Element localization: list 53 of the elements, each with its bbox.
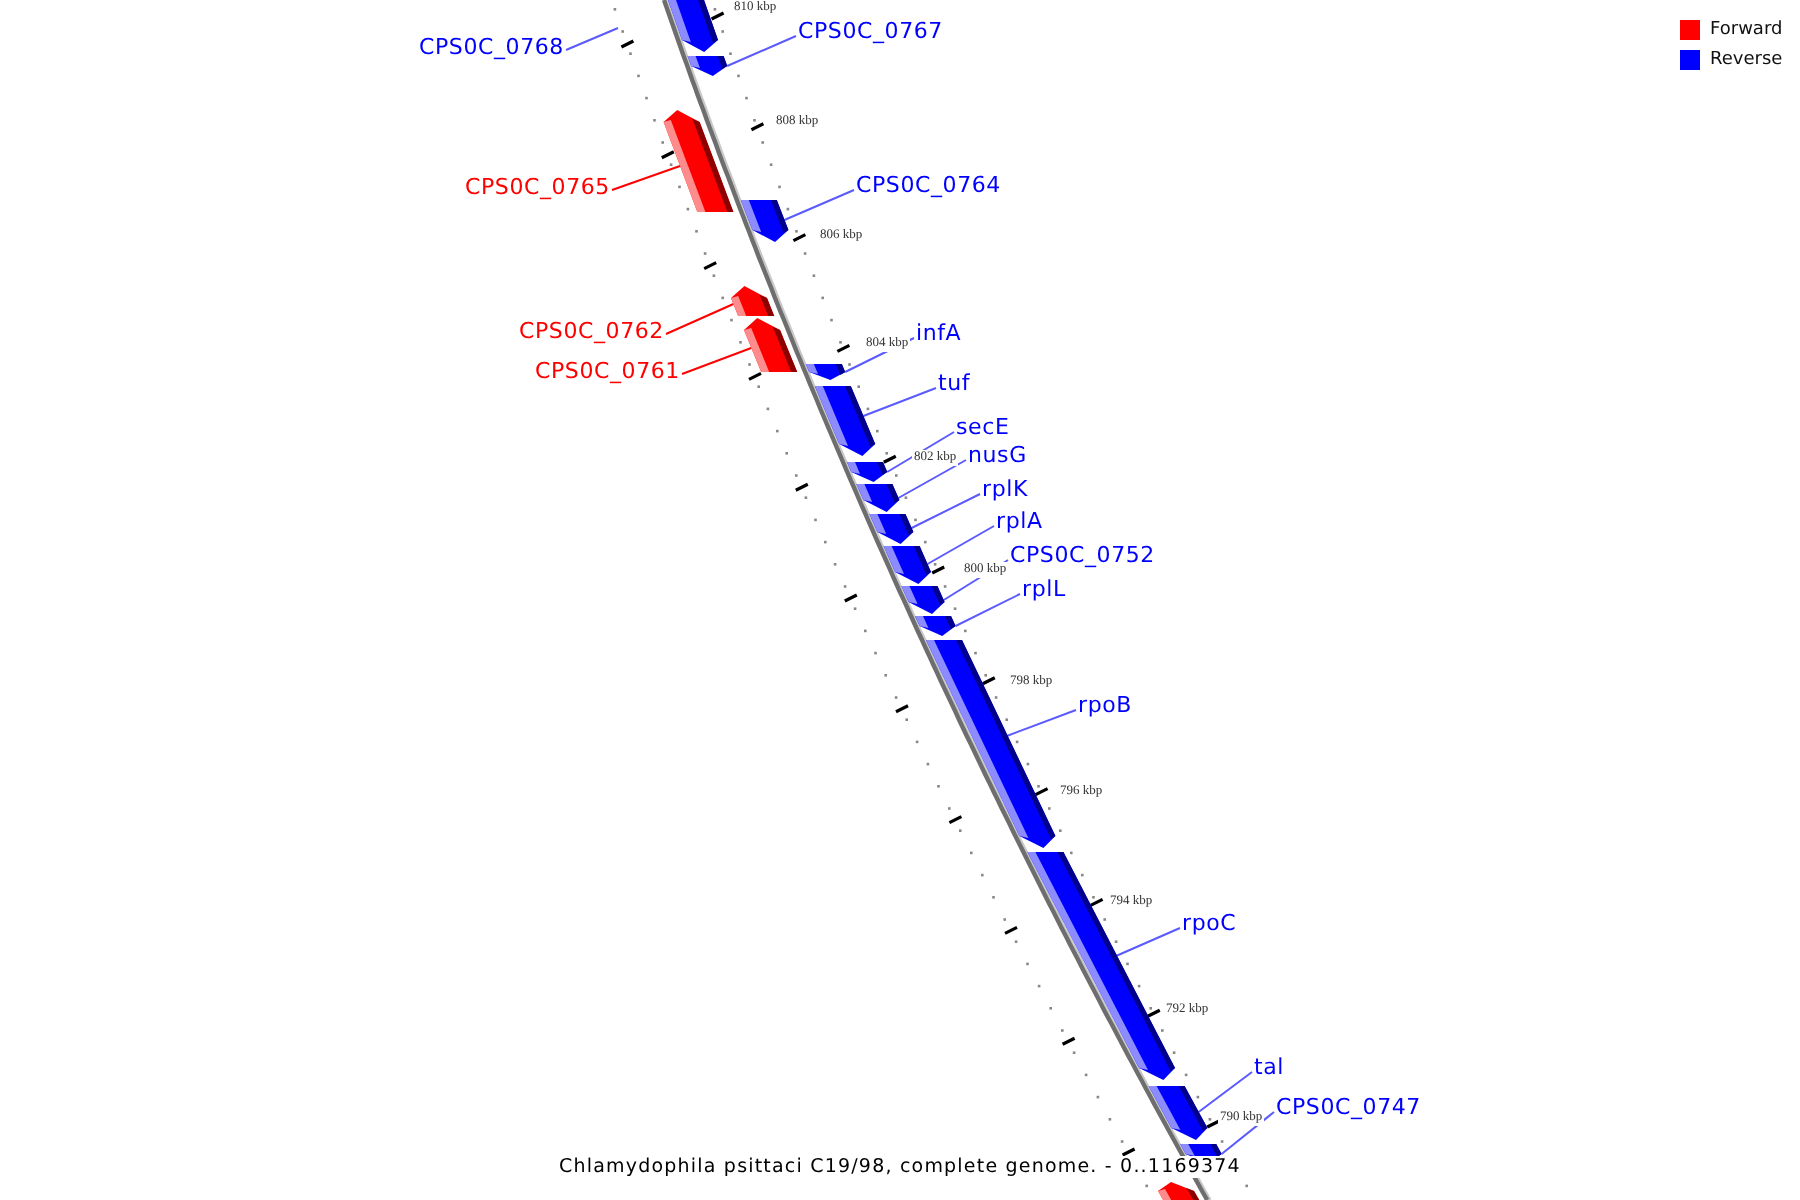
gene-feature-block (847, 462, 888, 482)
gene-feature-block (740, 200, 789, 242)
gene-label: secE (956, 414, 1010, 440)
gene-label: nusG (968, 442, 1027, 468)
leader-line (681, 347, 753, 375)
leader-line (565, 27, 619, 51)
caption: Chlamydophila psittaci C19/98, complete genome. - 0..1169374 (559, 1156, 1241, 1178)
gene-feature-block (805, 364, 846, 380)
leader-line (611, 165, 681, 191)
leader-line (1115, 927, 1181, 957)
gene-label: CPS0C_0767 (798, 18, 943, 44)
gene-label: CPS0C_0765 (465, 174, 610, 200)
gene-label: CPS0C_0768 (419, 34, 564, 60)
gene-label: tuf (938, 370, 971, 396)
leader-line (783, 189, 855, 221)
gene-label: infA (916, 320, 962, 346)
gene-feature-block (668, 0, 718, 52)
gene-feature-block (926, 640, 1056, 848)
gene-feature-block (901, 586, 945, 614)
gene-feature-block (1158, 1182, 1200, 1200)
gene-label: rpoB (1078, 692, 1132, 718)
gene-feature-block (1148, 1086, 1208, 1140)
gene-label: CPS0C_0762 (519, 318, 664, 344)
leader-line (897, 459, 967, 499)
leader-line (926, 525, 995, 565)
leader-line (862, 387, 937, 417)
legend-label: Reverse (1710, 50, 1783, 72)
gene-label: rplL (1022, 576, 1066, 602)
leader-line (665, 303, 735, 335)
gene-feature-block (663, 110, 734, 212)
leader-line (886, 431, 955, 473)
gene-feature-block (915, 616, 956, 636)
gene-feature-block (869, 514, 914, 544)
gene-feature-block (731, 286, 775, 316)
gene-label: CPS0C_0761 (535, 358, 680, 384)
leader-line (1220, 1111, 1275, 1155)
leader-line (954, 593, 1021, 627)
gene-label: rplA (996, 508, 1043, 534)
gene-label: rplK (982, 476, 1028, 502)
gene-label: rpoC (1182, 910, 1237, 936)
gene-feature-block (856, 484, 900, 512)
legend-label: Forward (1710, 20, 1783, 42)
gene-feature-block (814, 386, 876, 456)
leader-line (1197, 1071, 1253, 1113)
leader-line (910, 493, 981, 529)
gene-label: CPS0C_0752 (1010, 542, 1155, 568)
gene-label: CPS0C_0764 (856, 172, 1001, 198)
gene-label: tal (1254, 1054, 1285, 1080)
gene-label: CPS0C_0747 (1276, 1094, 1421, 1120)
leader-line (726, 35, 797, 67)
gene-feature-block (883, 546, 931, 584)
leader-line (1005, 709, 1077, 737)
gene-feature-block (687, 56, 728, 76)
